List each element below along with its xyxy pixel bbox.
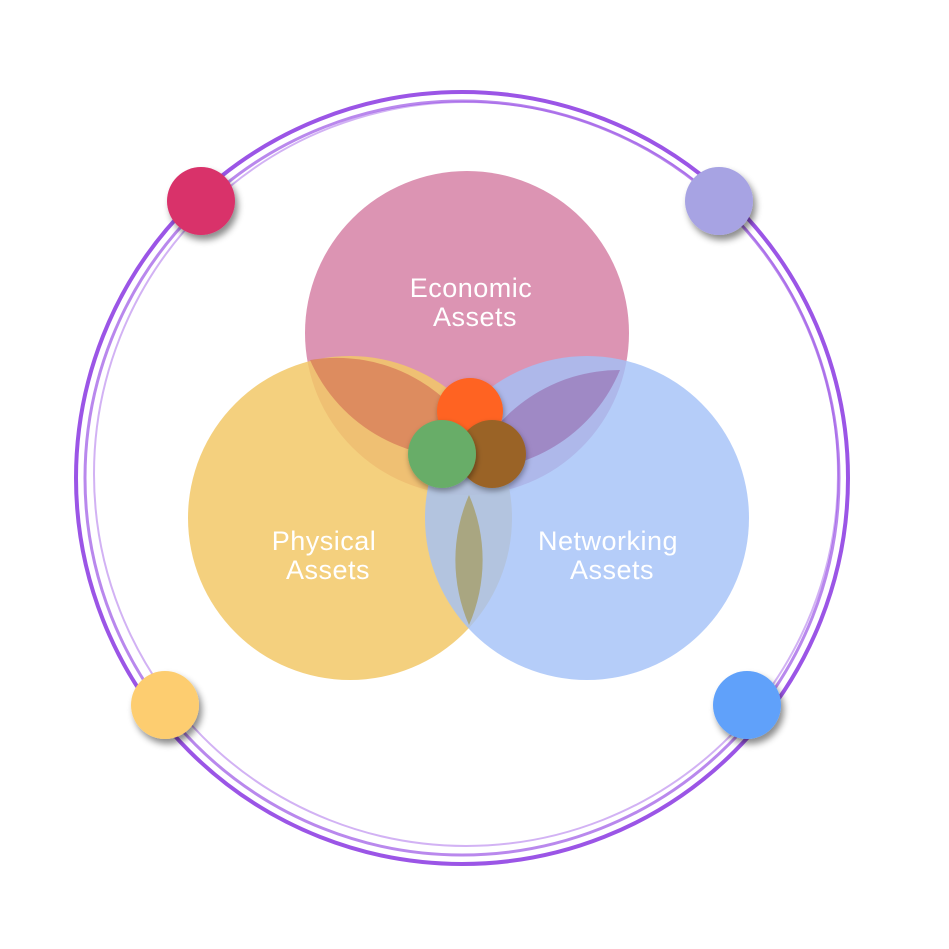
economic-assets-label-line2: Assets	[433, 302, 517, 332]
orbit-dot-bottom-left	[131, 671, 199, 739]
physical-assets-label-line1: Physical	[272, 526, 377, 556]
center-cluster	[408, 378, 526, 488]
economic-assets-label-line1: Economic	[410, 273, 533, 303]
orbit-dot-top-right	[685, 167, 753, 235]
economic-assets-label: Economic Assets	[410, 273, 541, 332]
outer-ring-line-3	[93, 101, 839, 847]
orbit-dot-bottom-right	[713, 671, 781, 739]
outer-ring	[74, 90, 850, 866]
center-green-dot	[408, 420, 476, 488]
orbit-dots	[131, 167, 781, 739]
networking-assets-label-line2: Assets	[570, 555, 654, 585]
physical-assets-label-line2: Assets	[286, 555, 370, 585]
physical-assets-label: Physical Assets	[272, 526, 385, 585]
networking-assets-label-line1: Networking	[538, 526, 678, 556]
orbit-dot-top-left	[167, 167, 235, 235]
networking-assets-label: Networking Assets	[538, 526, 686, 585]
outer-ring-line-2	[83, 99, 841, 857]
center-brown-dot	[458, 420, 526, 488]
outer-ring-line-1	[74, 90, 850, 866]
physical-networking-overlap	[455, 495, 483, 625]
